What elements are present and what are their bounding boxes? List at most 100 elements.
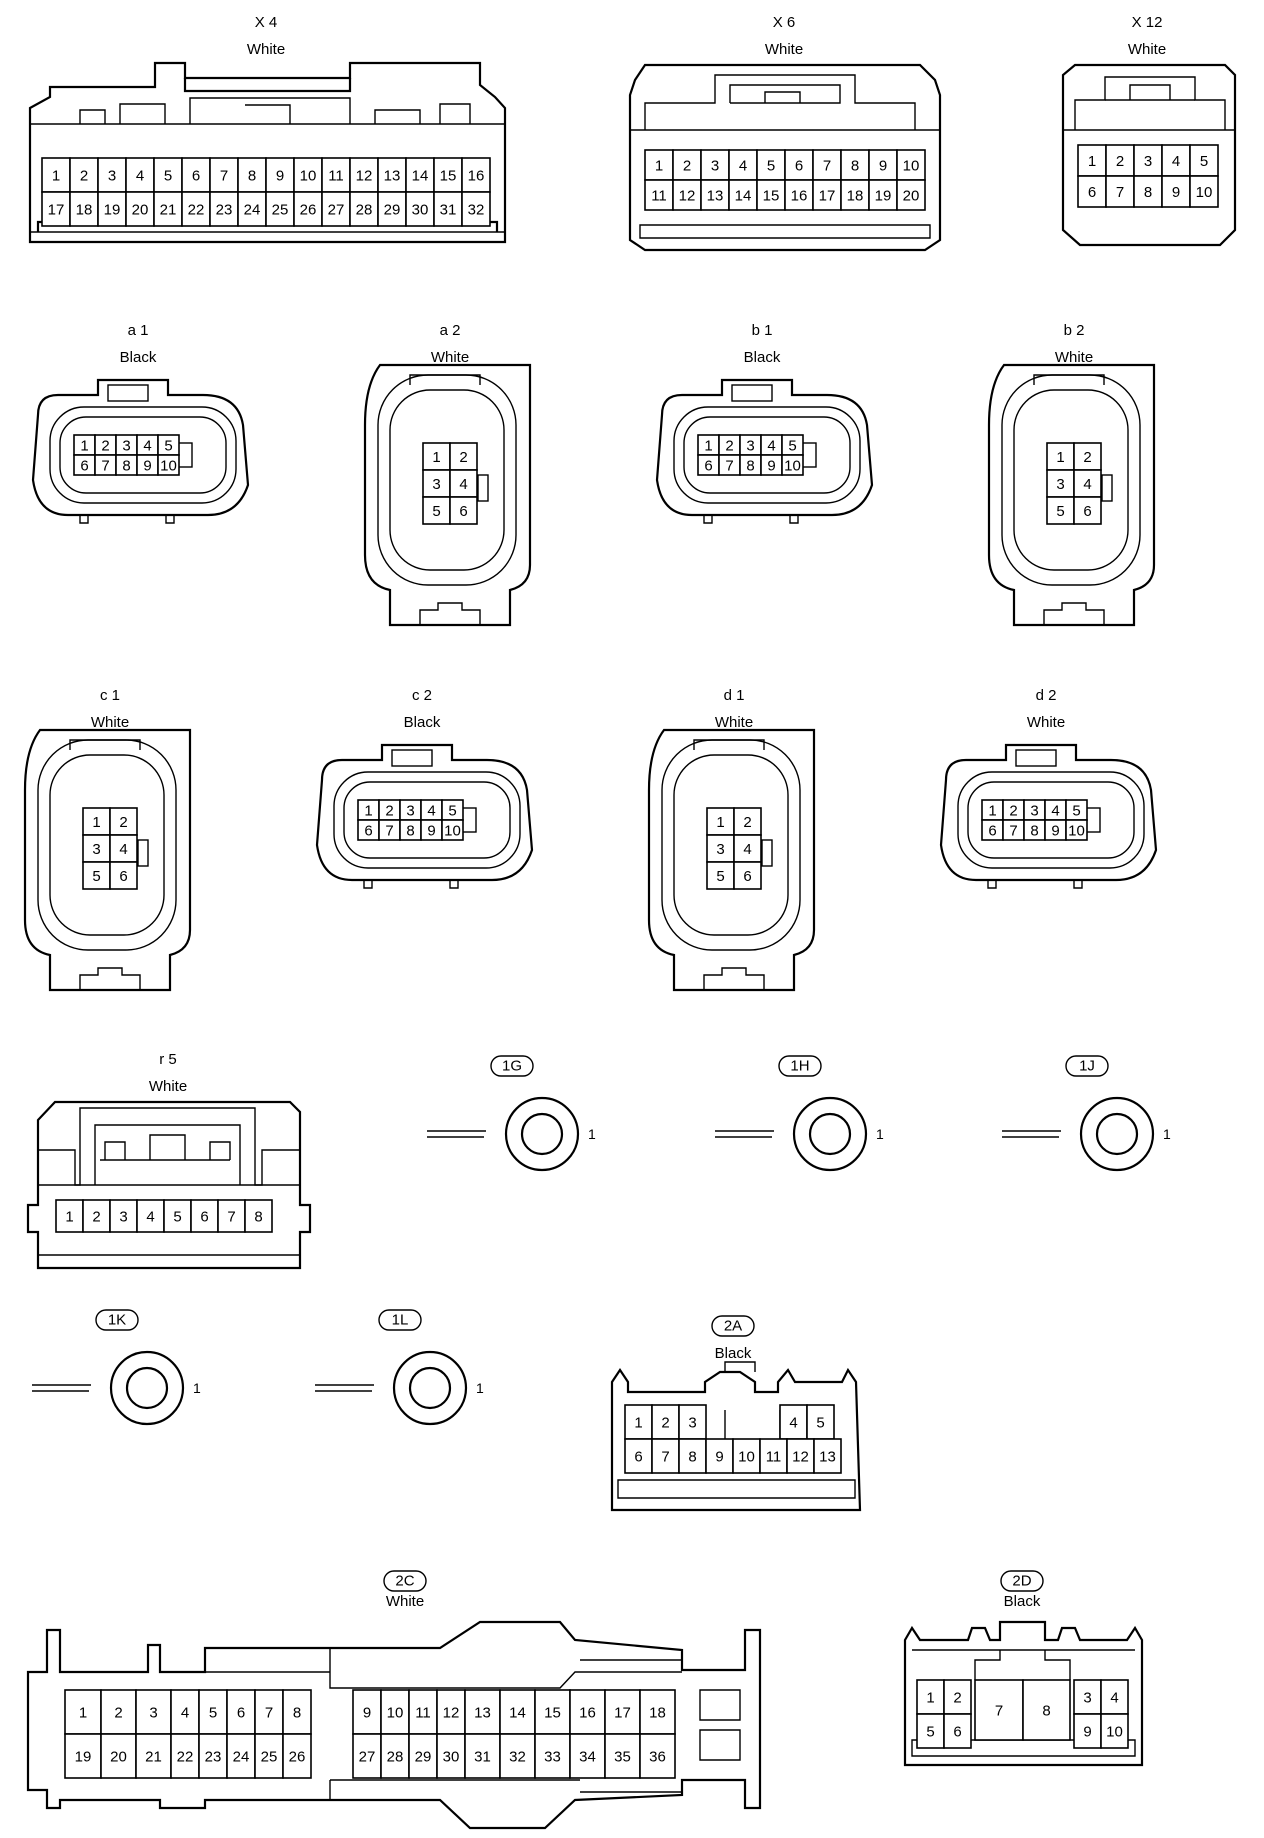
- pin-number: 1: [80, 438, 88, 455]
- pin-number: 4: [743, 841, 751, 858]
- pin-number: 29: [384, 202, 401, 219]
- pin-cell: 28: [380, 1733, 410, 1779]
- pin-number: 18: [649, 1705, 666, 1722]
- pin-cell: 10: [1100, 1713, 1129, 1749]
- pin-cell: 1: [916, 1679, 945, 1715]
- terminal-1l: 1L1: [315, 1309, 484, 1426]
- pin-cell: 17: [41, 191, 71, 227]
- pin-number: 21: [145, 1749, 162, 1766]
- connector-x12-color: White: [1128, 41, 1166, 58]
- pin-number: 6: [200, 1209, 208, 1226]
- pin-cell: 7: [254, 1689, 284, 1735]
- pin-cell: 9: [352, 1689, 382, 1735]
- pin-number: 8: [851, 158, 859, 175]
- pin-number: 7: [661, 1449, 669, 1466]
- pin-number: 8: [406, 823, 414, 840]
- pin-number: 7: [1009, 823, 1017, 840]
- pin-number: 5: [173, 1209, 181, 1226]
- pin-cell: 20: [125, 191, 155, 227]
- pin-cell: 6: [733, 861, 762, 890]
- pin-number: 26: [289, 1749, 306, 1766]
- pin-cell: 1: [422, 442, 451, 471]
- pin-cell: 29: [408, 1733, 438, 1779]
- pin-number: 8: [254, 1209, 262, 1226]
- pin-number: 29: [415, 1749, 432, 1766]
- pin-cell: 2: [109, 807, 138, 836]
- pin-cell: 3: [82, 834, 111, 863]
- pin-number: 24: [233, 1749, 250, 1766]
- pin-cell: 2: [718, 434, 741, 456]
- pin-number: 3: [1030, 803, 1038, 820]
- pin-cell: 25: [265, 191, 295, 227]
- pin-number: 18: [76, 202, 93, 219]
- pin-cell: 3: [700, 149, 730, 181]
- pin-cell: 4: [1161, 144, 1191, 177]
- pin-cell: 13: [700, 179, 730, 211]
- pin-number: 12: [443, 1705, 460, 1722]
- pin-cell: 9: [1073, 1713, 1102, 1749]
- pin-cell: 5: [1065, 799, 1088, 821]
- pin-cell: 19: [97, 191, 127, 227]
- connector-2c-id: 2C: [395, 1573, 414, 1590]
- pin-cell: 1: [73, 434, 96, 456]
- pin-cell: 6: [697, 454, 720, 476]
- pin-number: 3: [149, 1705, 157, 1722]
- pin-cell: 26: [293, 191, 323, 227]
- pin-number: 5: [164, 168, 172, 185]
- pin-number: 25: [261, 1749, 278, 1766]
- pin-number: 4: [789, 1415, 797, 1432]
- pin-cell: 5: [82, 861, 111, 890]
- pin-cell: 10: [732, 1438, 761, 1474]
- pin-number: 9: [143, 458, 151, 475]
- pin-number: 8: [746, 458, 754, 475]
- pin-number: 22: [177, 1749, 194, 1766]
- pin-number: 2: [725, 438, 733, 455]
- pin-number: 5: [1056, 503, 1064, 520]
- pin-number: 9: [363, 1705, 371, 1722]
- pin-cell: 2: [672, 149, 702, 181]
- pin-cell: 2: [651, 1404, 680, 1440]
- connector-d1-color: White: [715, 714, 753, 731]
- terminal-id: 1K: [108, 1312, 126, 1329]
- pin-cell: 4: [733, 834, 762, 863]
- pin-cell: 9: [136, 454, 159, 476]
- pin-number: 20: [110, 1749, 127, 1766]
- pin-number: 7: [823, 158, 831, 175]
- pin-number: 9: [767, 458, 775, 475]
- pin-number: 7: [995, 1703, 1003, 1720]
- pin-number: 3: [1083, 1690, 1091, 1707]
- connector-a1-id: a 1: [128, 322, 149, 339]
- pin-number: 5: [164, 438, 172, 455]
- pin-number: 1: [92, 814, 100, 831]
- pin-number: 6: [459, 503, 467, 520]
- pin-cell: 4: [779, 1404, 808, 1440]
- connector-2a-color: Black: [715, 1345, 752, 1362]
- pin-cell: 7: [1002, 819, 1025, 841]
- pin-number: 9: [1051, 823, 1059, 840]
- pin-cell: 25: [254, 1733, 284, 1779]
- pin-number: 5: [816, 1415, 824, 1432]
- pin-number: 10: [1106, 1724, 1123, 1741]
- pin-number: 6: [364, 823, 372, 840]
- connector-b1-id: b 1: [752, 322, 773, 339]
- pin-cell: 8: [1023, 819, 1046, 841]
- pin-cell: 2: [82, 1199, 111, 1233]
- pin-cell: 11: [759, 1438, 788, 1474]
- pin-cell: 3: [399, 799, 422, 821]
- pin-cell: 17: [604, 1689, 641, 1735]
- pin-number: 6: [192, 168, 200, 185]
- pin-number: 3: [108, 168, 116, 185]
- pin-number: 5: [767, 158, 775, 175]
- pin-number: 1: [926, 1690, 934, 1707]
- pin-number: 9: [879, 158, 887, 175]
- pin-cell: 8: [1022, 1679, 1071, 1741]
- pin-number: 33: [544, 1749, 561, 1766]
- connector-2d-id: 2D: [1012, 1573, 1031, 1590]
- connector-r5-id: r 5: [159, 1051, 177, 1068]
- pin-number: 11: [415, 1705, 431, 1722]
- pin-number: 1: [704, 438, 712, 455]
- pin-cell: 28: [349, 191, 379, 227]
- connector-c2-id: c 2: [412, 687, 432, 704]
- pin-number: 5: [448, 803, 456, 820]
- pin-cell: 5: [706, 861, 735, 890]
